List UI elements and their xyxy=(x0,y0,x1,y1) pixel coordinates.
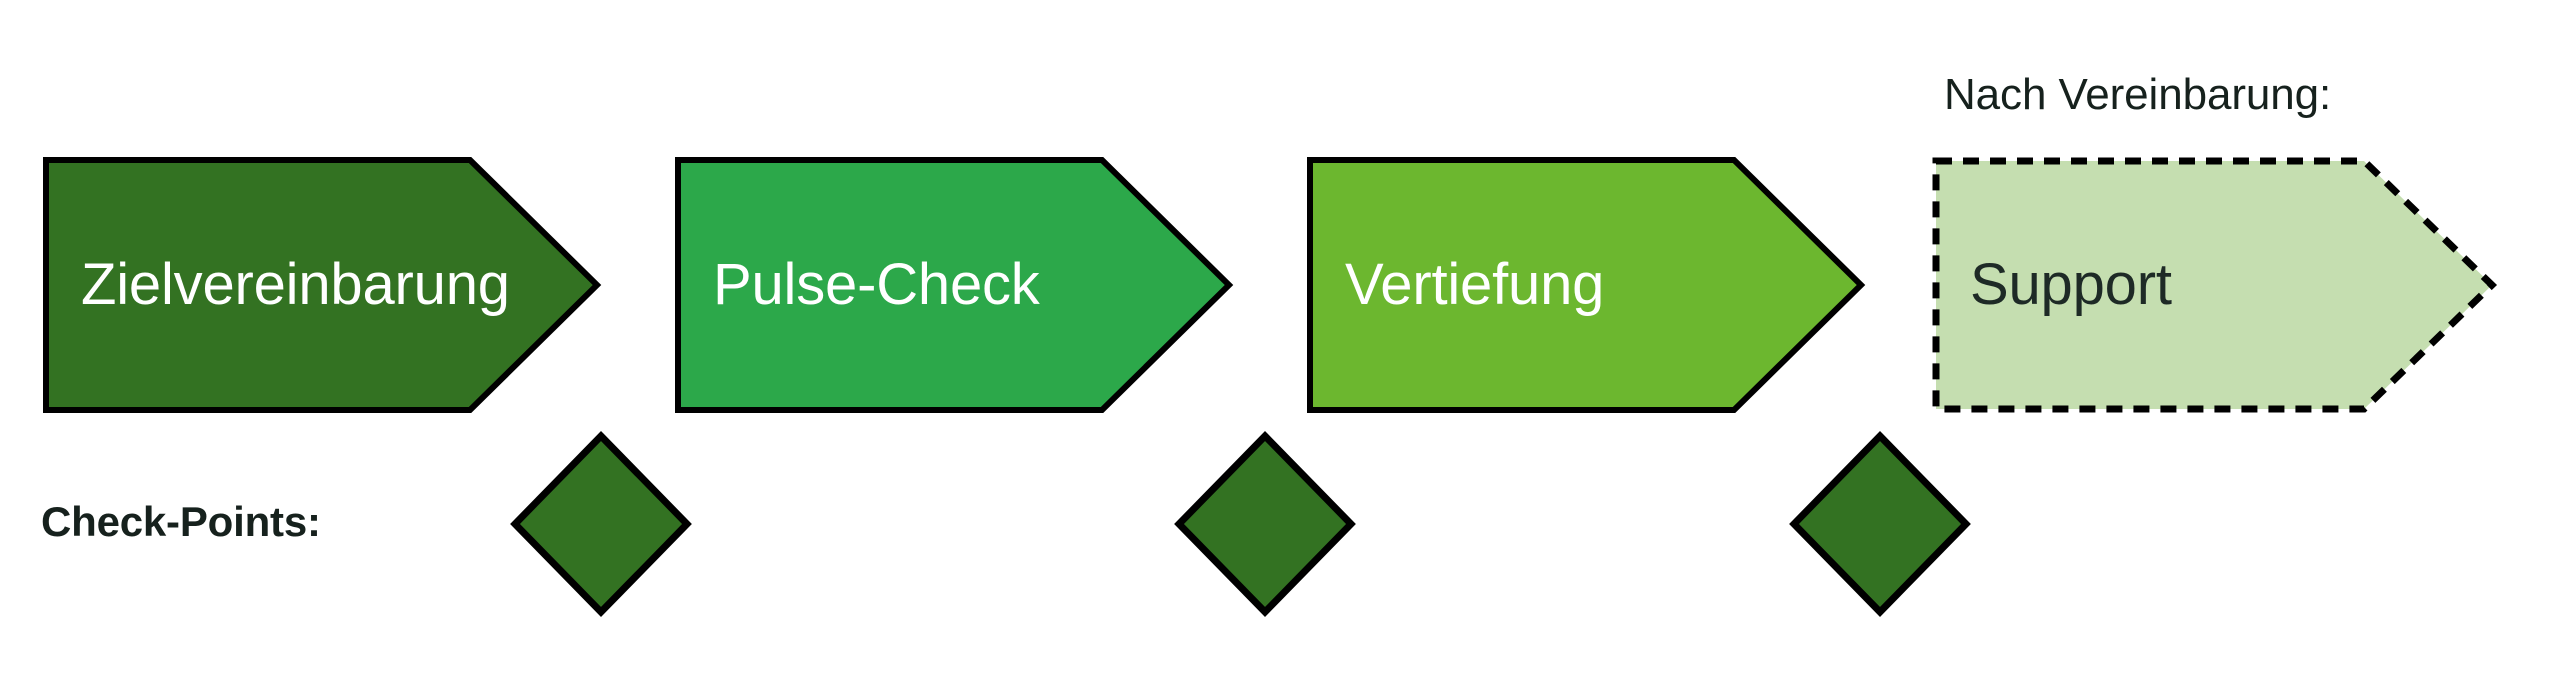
chevron-shape xyxy=(675,157,1234,413)
caption-check-points: Check-Points: xyxy=(41,498,321,545)
stage-support[interactable]: Support xyxy=(1932,157,2498,413)
caption-nach-vereinbarung: Nach Vereinbarung: xyxy=(1944,70,2332,119)
checkpoint-diamond-1[interactable] xyxy=(510,430,692,618)
stage-vertiefung[interactable]: Vertiefung xyxy=(1307,157,1866,413)
chevron-shape xyxy=(43,157,602,413)
chevron-shape-dashed xyxy=(1932,157,2498,413)
stage-zielvereinbarung[interactable]: Zielvereinbarung xyxy=(43,157,602,413)
checkpoint-diamond-3[interactable] xyxy=(1789,430,1971,618)
stage-pulse-check[interactable]: Pulse-Check xyxy=(675,157,1234,413)
chevron-shape xyxy=(1307,157,1866,413)
checkpoint-diamond-2[interactable] xyxy=(1174,430,1356,618)
